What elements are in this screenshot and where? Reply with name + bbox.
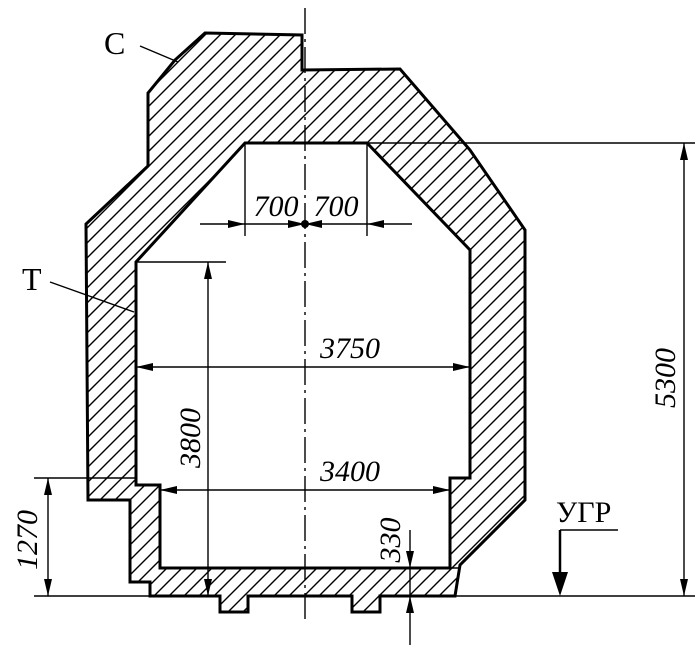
dim-half-top-right: 700 (314, 190, 359, 223)
dim-height-total: 5300 (649, 348, 682, 408)
dim-floor-thickness: 330 (374, 518, 407, 564)
dim-width-upper: 3750 (319, 332, 380, 365)
label-inner-lining: Т (22, 261, 42, 297)
dim-height-base: 1270 (11, 510, 44, 570)
dim-height-inner: 3800 (174, 408, 207, 469)
label-outer-lining: С (104, 25, 125, 61)
arrowheads (44, 143, 688, 613)
dim-width-lower: 3400 (319, 455, 380, 488)
label-t-leader (49, 281, 135, 313)
label-c-leader (139, 45, 179, 63)
label-water-level: УГР (556, 496, 611, 529)
dim-half-top-left: 700 (254, 190, 299, 223)
water-level-marker (552, 529, 618, 596)
